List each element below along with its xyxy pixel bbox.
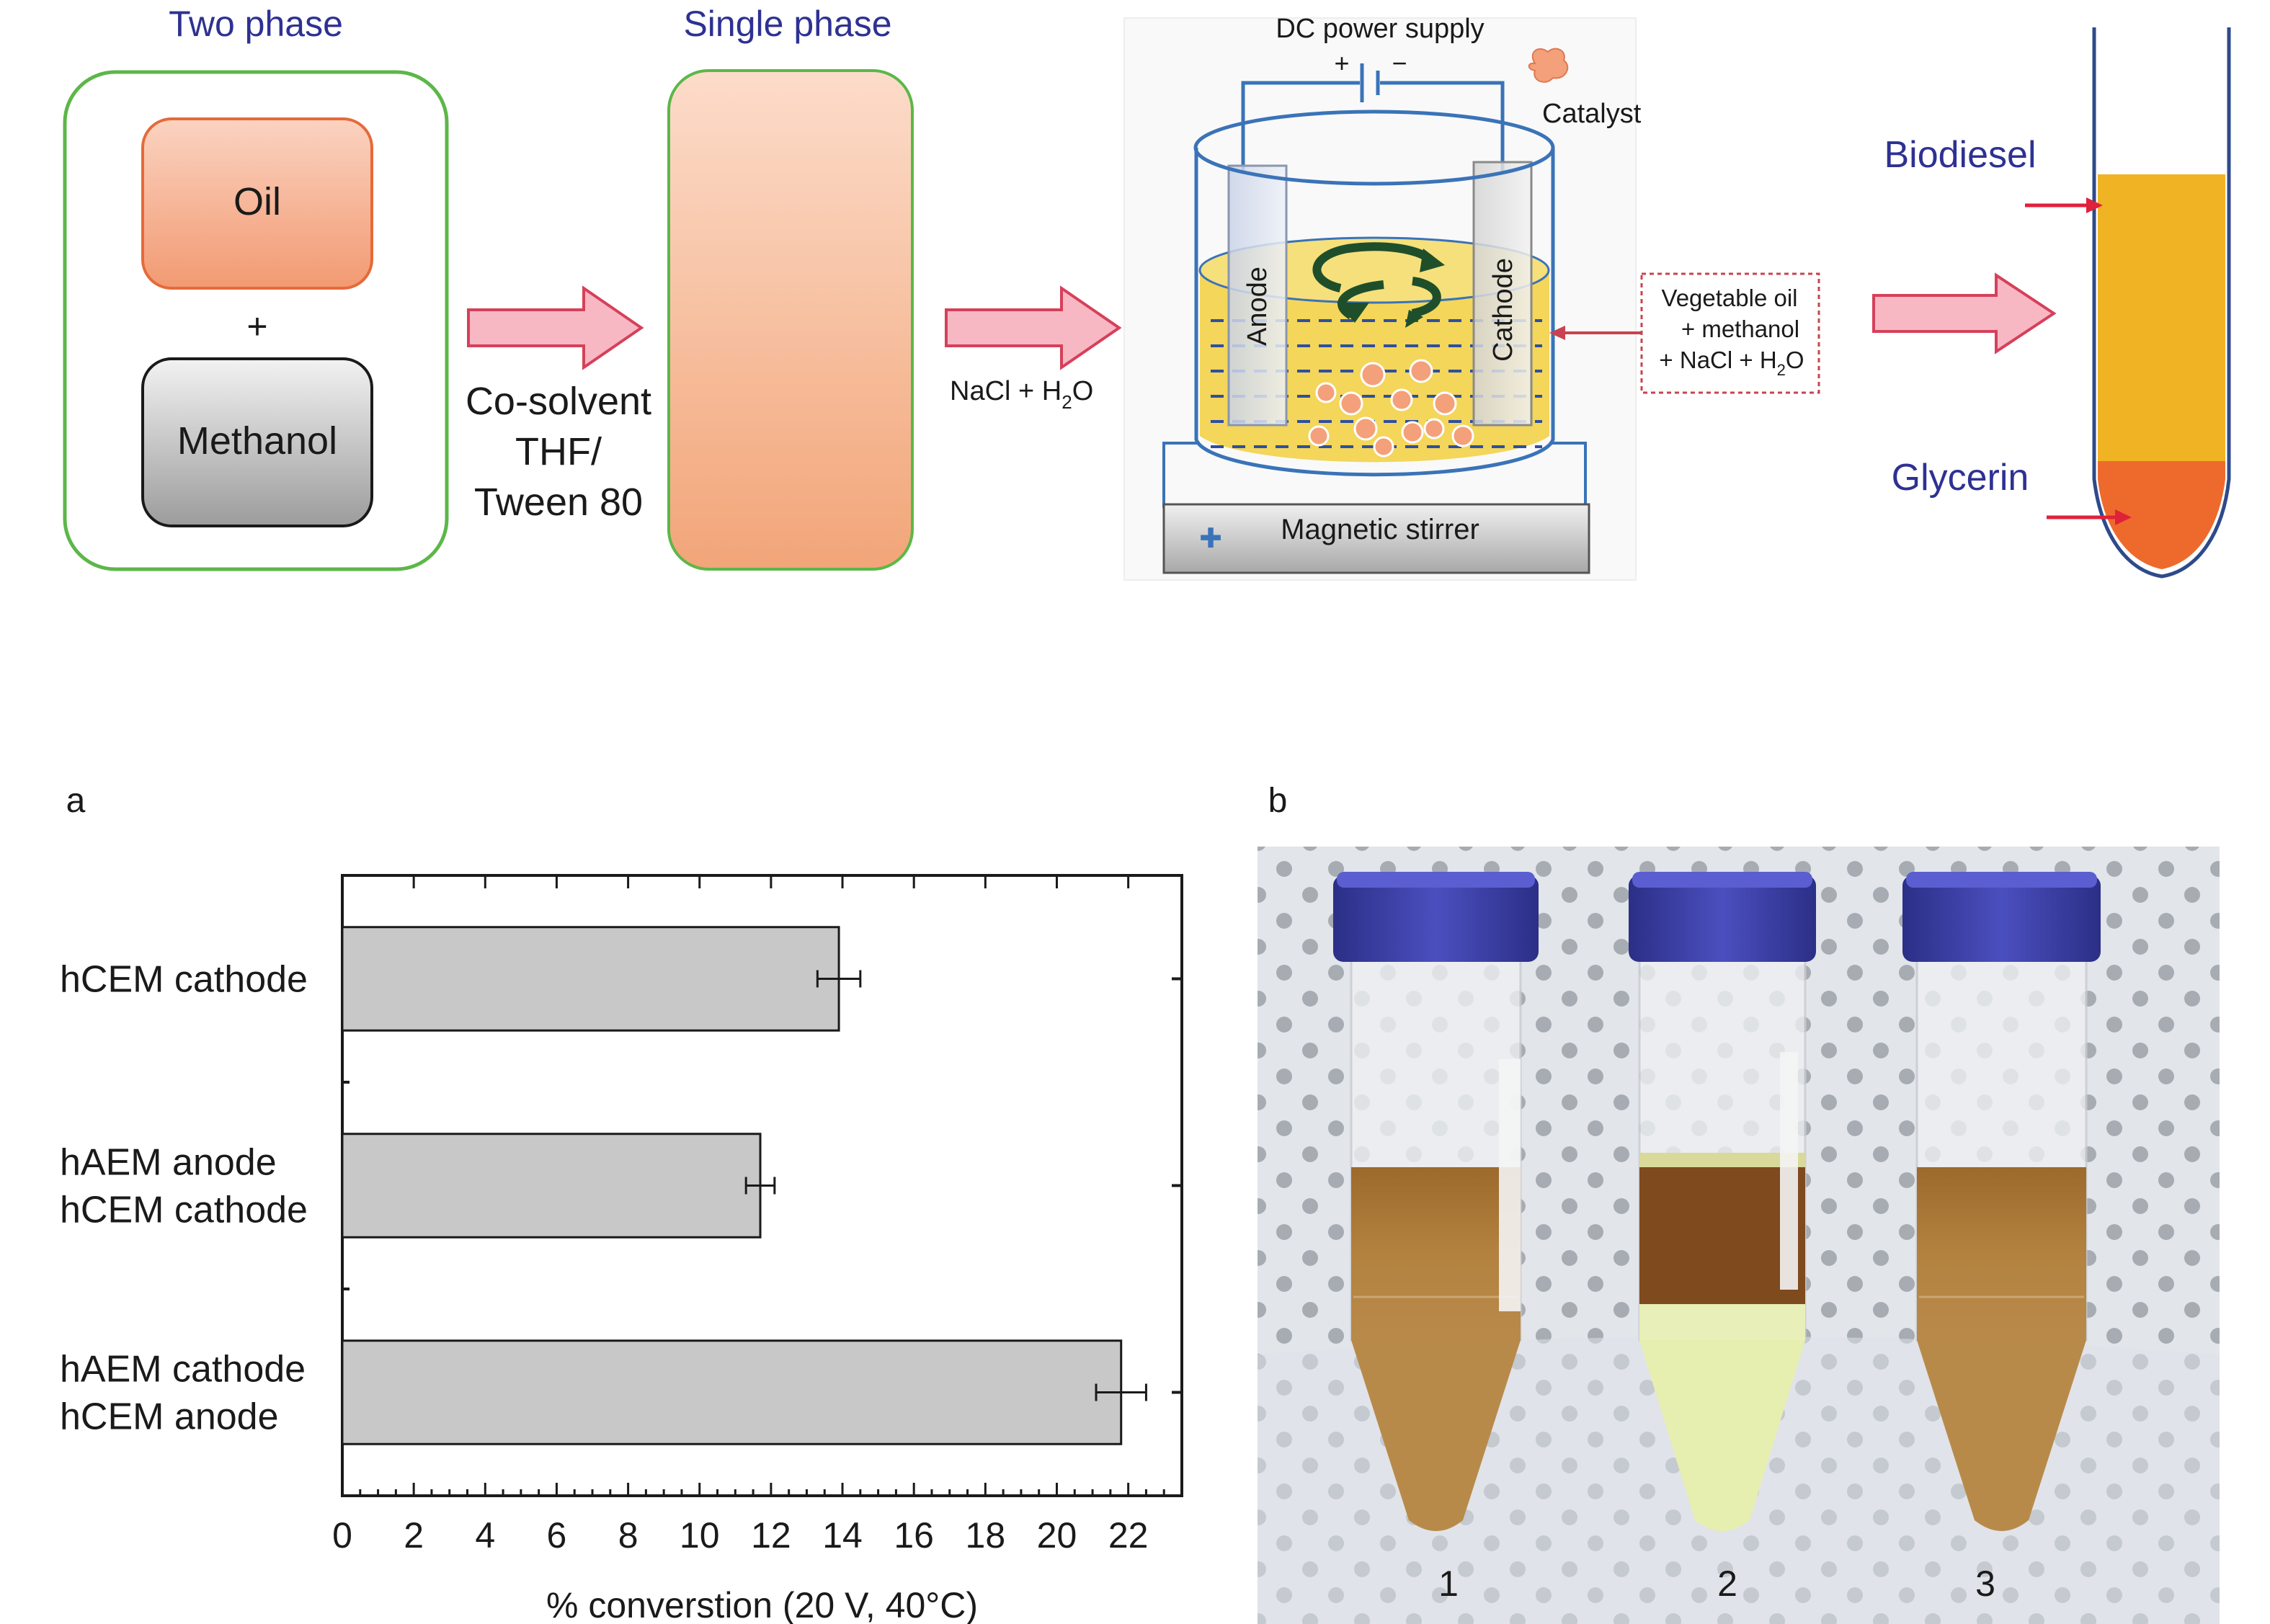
- polarity-plus: +: [1334, 48, 1349, 78]
- cathode-electrode: [1472, 161, 1533, 427]
- biodiesel-pointer-head: [2086, 197, 2103, 213]
- mixture-box: Vegetable oil + methanol + NaCl + H2O: [1640, 272, 1820, 394]
- separation-tube: [2092, 27, 2231, 579]
- x-tick-label: 10: [680, 1515, 720, 1556]
- cosolvent-line2: THF/: [515, 430, 602, 473]
- process-scheme: Two phase Oil + Methanol Co-solvent THF/…: [63, 4, 2231, 581]
- tube-2: [1629, 872, 1816, 1531]
- cathode-label: Cathode: [1488, 258, 1518, 362]
- category-label: hCEM cathode: [60, 959, 308, 1001]
- bar-chart: 0 2 4 6 8 10 12 14 16 18 20 22 % converstion (20 V, …: [60, 874, 1183, 1624]
- glycerin-pointer-head: [2115, 509, 2132, 525]
- tube-1: [1333, 872, 1539, 1531]
- single-phase-box: [667, 69, 914, 571]
- power-wires: [1241, 81, 1505, 173]
- dc-power-label: DC power supply: [1276, 14, 1484, 44]
- catalyst-icon: [1528, 48, 1569, 83]
- panel-a-label: a: [66, 782, 86, 820]
- tube-3: [1902, 872, 2101, 1531]
- stirrer-wires: [1162, 442, 1587, 508]
- plus-sign: +: [246, 306, 267, 347]
- x-tick-label: 0: [332, 1515, 352, 1556]
- bar: [341, 926, 840, 1032]
- arrow-to-tube: [1872, 272, 2057, 354]
- category-label: hAEM anode: [60, 1142, 277, 1184]
- glycerin-layer: [2098, 461, 2225, 569]
- tube-number-2: 2: [1717, 1563, 1737, 1604]
- nacl-h2o-label: NaCl + H2O: [950, 376, 1093, 413]
- methanol-label: Methanol: [177, 419, 337, 463]
- two-phase-title: Two phase: [169, 4, 343, 44]
- magnetic-stirrer-label: Magnetic stirrer: [1281, 514, 1479, 545]
- x-tick-label: 12: [751, 1515, 791, 1556]
- category-label: hCEM anode: [60, 1396, 279, 1438]
- panel-b-label: b: [1268, 782, 1288, 820]
- oil-label: Oil: [233, 180, 281, 223]
- category-label: hCEM cathode: [60, 1190, 308, 1231]
- x-axis-label: % converstion (20 V, 40°C): [546, 1585, 978, 1624]
- magnetic-stirrer: [1162, 503, 1590, 574]
- mixture-pointer-head: [1549, 326, 1565, 340]
- x-tick-label: 22: [1108, 1515, 1149, 1556]
- arrow-to-single-phase: [467, 285, 644, 370]
- tube-number-3: 3: [1975, 1563, 1995, 1604]
- electrochemical-reactor: DC power supply + − Catalyst: [1123, 14, 1642, 581]
- x-tick-label: 4: [475, 1515, 495, 1556]
- bar: [341, 1133, 762, 1239]
- methanol-box: [141, 357, 373, 527]
- stirrer-plus-icon: ✚: [1199, 524, 1222, 554]
- x-tick-label: 2: [404, 1515, 424, 1556]
- glycerin-label: Glycerin: [1892, 457, 2029, 499]
- x-tick-label: 6: [547, 1515, 567, 1556]
- tubes-photo: 1 2 3: [1258, 847, 2220, 1624]
- catalyst-label: Catalyst: [1542, 99, 1642, 129]
- reactor-glass-rim: [1193, 110, 1555, 186]
- reactor-glass: [1194, 148, 1555, 477]
- cosolvent-line1: Co-solvent: [466, 380, 651, 423]
- stirring-arrows: [1312, 242, 1445, 328]
- category-label: hAEM cathode: [60, 1349, 306, 1391]
- mixture-line2: + methanol: [1681, 316, 1799, 342]
- panel-a: a 0 2 4 6 8 10 12 14 16 18 20 22 % converstion (20 V…: [60, 782, 1183, 1624]
- x-tick-label: 16: [894, 1515, 934, 1556]
- catalyst-particles: [1308, 359, 1474, 458]
- x-tick-label: 20: [1037, 1515, 1077, 1556]
- tube-number-1: 1: [1438, 1563, 1459, 1604]
- single-phase-title: Single phase: [683, 4, 891, 44]
- arrow-to-reactor: [945, 285, 1122, 370]
- x-tick-label: 18: [966, 1515, 1006, 1556]
- oil-box: [141, 117, 373, 290]
- biodiesel-layer: [2098, 174, 2225, 461]
- mixture-line1: Vegetable oil: [1662, 285, 1798, 311]
- bar: [341, 1339, 1123, 1445]
- anode-electrode: [1227, 164, 1288, 427]
- panel-b: b: [1258, 782, 2220, 1624]
- anode-label: Anode: [1242, 267, 1273, 346]
- x-tick-label: 14: [822, 1515, 863, 1556]
- biodiesel-label: Biodiesel: [1884, 134, 2036, 176]
- cosolvent-line3: Tween 80: [474, 481, 643, 524]
- x-tick-label: 8: [618, 1515, 638, 1556]
- mixture-line3: + NaCl + H2O: [1659, 347, 1804, 379]
- polarity-minus: −: [1392, 48, 1407, 78]
